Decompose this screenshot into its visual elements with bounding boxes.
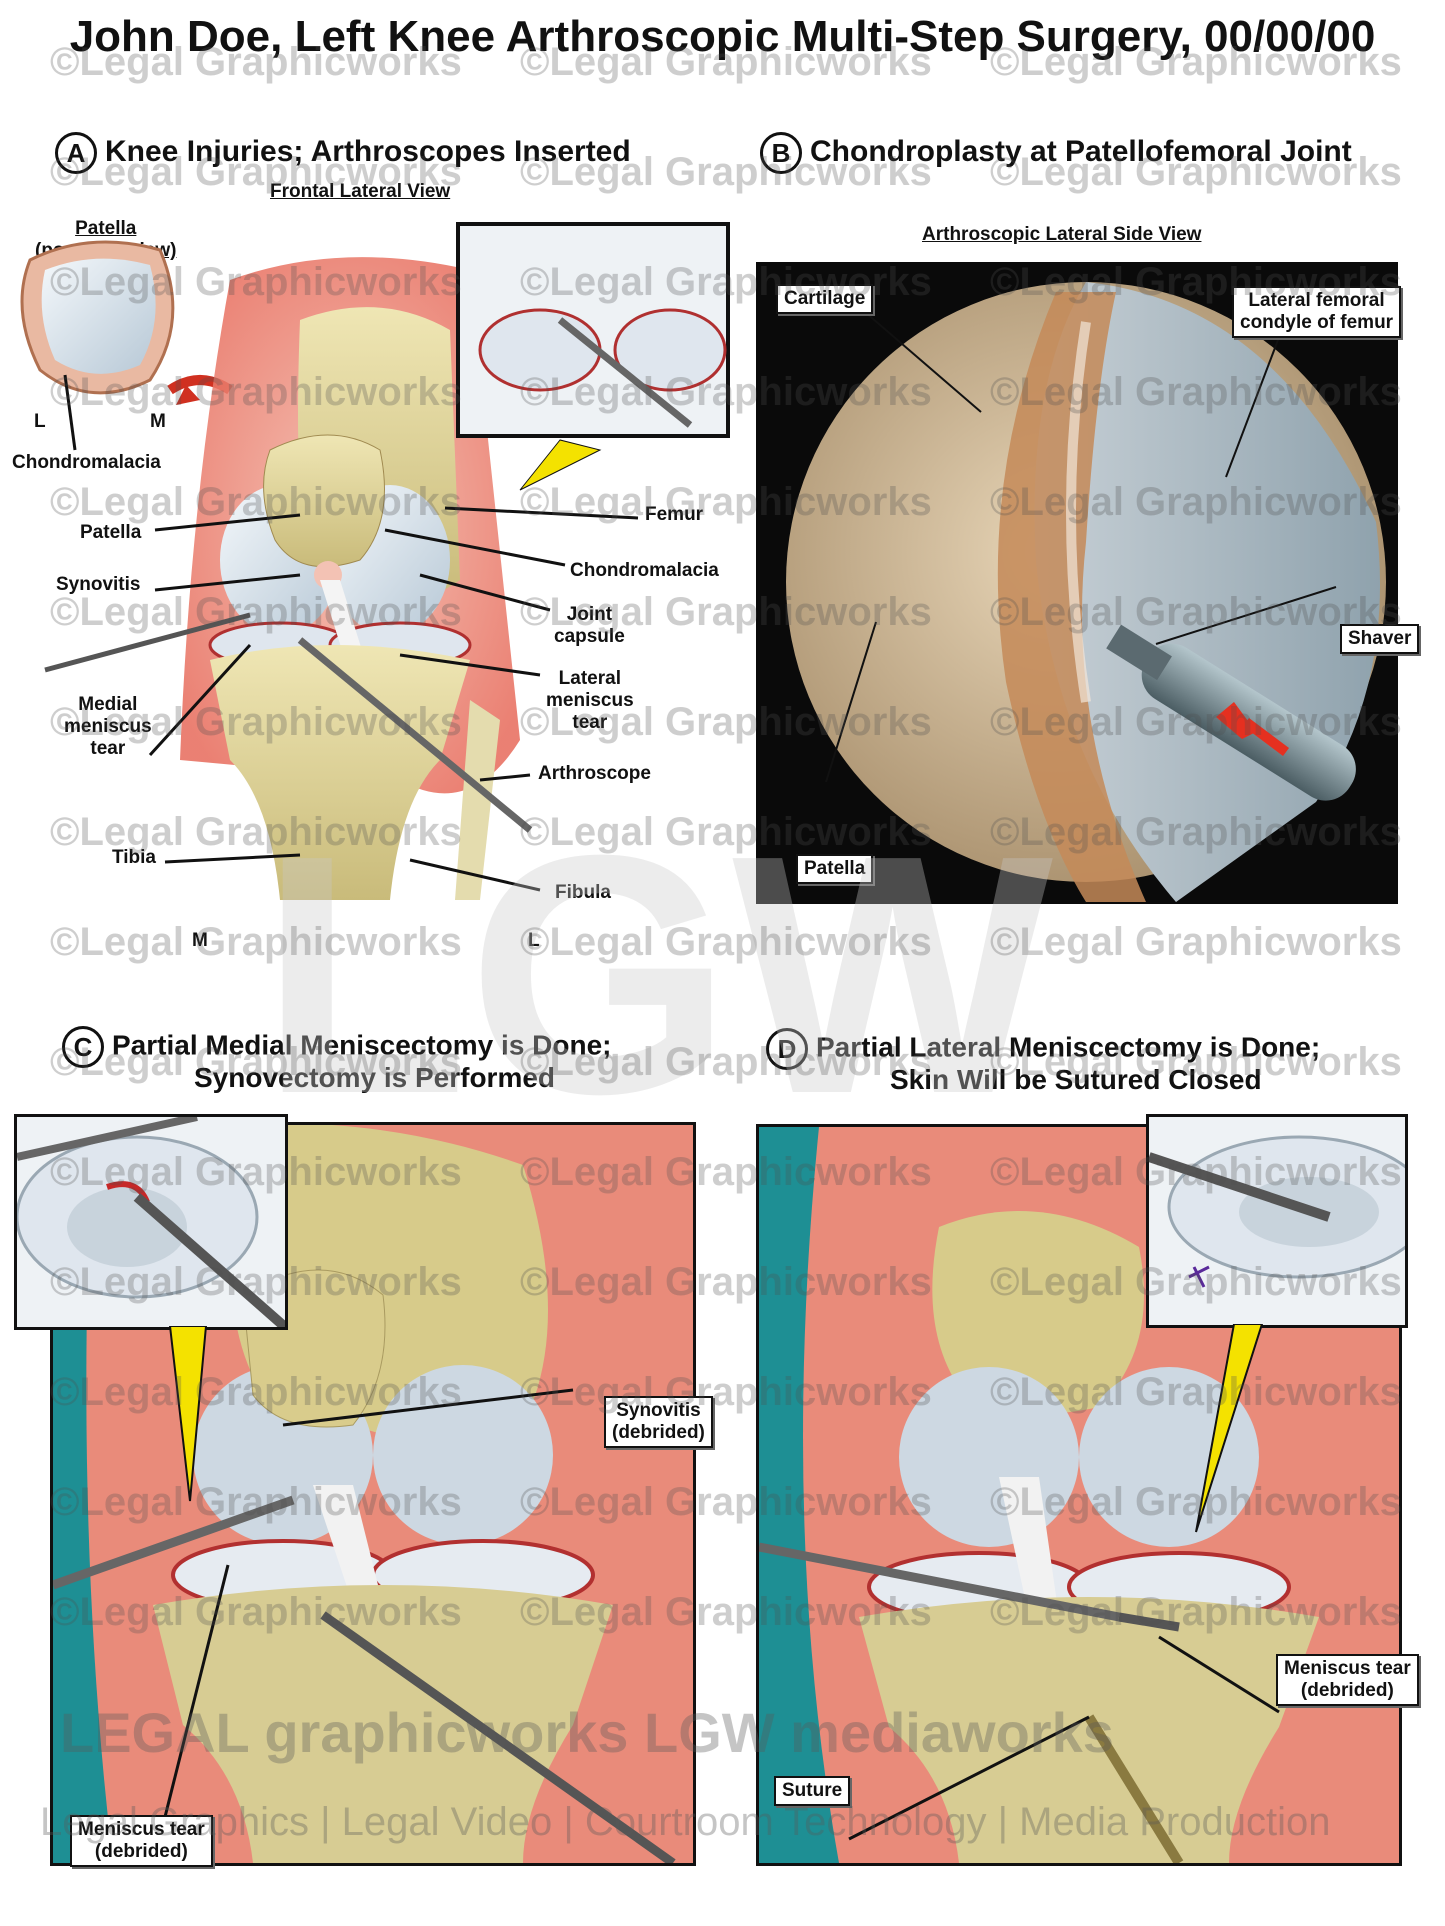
panel-c-inset-illustration [17, 1117, 285, 1327]
panel-b-subheading: Arthroscopic Lateral Side View [922, 224, 1202, 245]
label-chondromalacia: Chondromalacia [570, 560, 719, 581]
page-title: John Doe, Left Knee Arthroscopic Multi-S… [69, 12, 1376, 61]
label-chondromalacia-inset: Chondromalacia [12, 452, 161, 473]
label-suture: Suture [774, 1776, 851, 1806]
label-femur: Femur [645, 504, 704, 525]
panel-a-heading-text: Knee Injuries; Arthroscopes Inserted [105, 134, 631, 168]
panel-d-letter: D [766, 1028, 808, 1070]
label-arthroscope: Arthroscope [538, 763, 651, 784]
label-tibia: Tibia [112, 847, 156, 868]
label-bottom-m: M [192, 930, 208, 951]
label-fibula: Fibula [555, 882, 611, 903]
panel-a-subheading: Frontal Lateral View [270, 181, 451, 202]
panel-c-illustration [53, 1125, 693, 1863]
label-synovitis: Synovitis [56, 574, 141, 595]
panel-d-inset-frame [1146, 1114, 1408, 1328]
arthroscopic-view-frame [756, 262, 1398, 904]
arthroscopic-view-illustration [786, 282, 1386, 902]
label-meniscus-tear-debrided-c: Meniscus tear(debrided) [70, 1815, 213, 1867]
knee-frontal-illustration [20, 222, 730, 900]
panel-c-pointer [168, 1326, 208, 1502]
label-patella-b: Patella [796, 854, 874, 884]
panel-c-inset-frame [14, 1114, 288, 1330]
patella [263, 434, 385, 568]
panel-c-heading-line-2: Synovectomy is Performed [194, 1062, 556, 1093]
label-bottom-l: L [528, 930, 540, 951]
panel-c-frame [50, 1122, 696, 1866]
panel-b-heading-text: Chondroplasty at Patellofemoral Joint [810, 134, 1352, 168]
tibia [210, 645, 470, 900]
panel-b-letter: B [760, 132, 802, 174]
panel-c-heading-text-1: Partial Medial Meniscectomy is Done; [112, 1029, 612, 1061]
brand-line: LEGAL graphicworks LGW mediaworks [60, 1701, 1114, 1764]
label-synovitis-debrided: Synovitis(debrided) [604, 1396, 713, 1448]
label-cartilage: Cartilage [776, 284, 874, 314]
watermark: ©Legal Graphicworks [990, 920, 1402, 964]
panel-a-letter: A [55, 132, 97, 174]
panel-d-pointer [1195, 1324, 1264, 1533]
panel-d-heading-line-2: Skin Will be Sutured Closed [890, 1064, 1262, 1095]
label-meniscus-tear-debrided-d: Meniscus tear(debrided) [1276, 1654, 1419, 1706]
panel-c-letter: C [62, 1026, 104, 1068]
label-side-m: M [150, 411, 166, 432]
label-side-l: L [34, 411, 46, 432]
label-patella: Patella [80, 522, 142, 543]
panel-d-inset-illustration [1149, 1135, 1405, 1288]
panel-d-heading-text-1: Partial Lateral Meniscectomy is Done; [816, 1031, 1321, 1063]
label-shaver: Shaver [1340, 624, 1420, 654]
footer-text: Legal Graphics | Legal Video | Courtroom… [40, 1800, 1331, 1844]
